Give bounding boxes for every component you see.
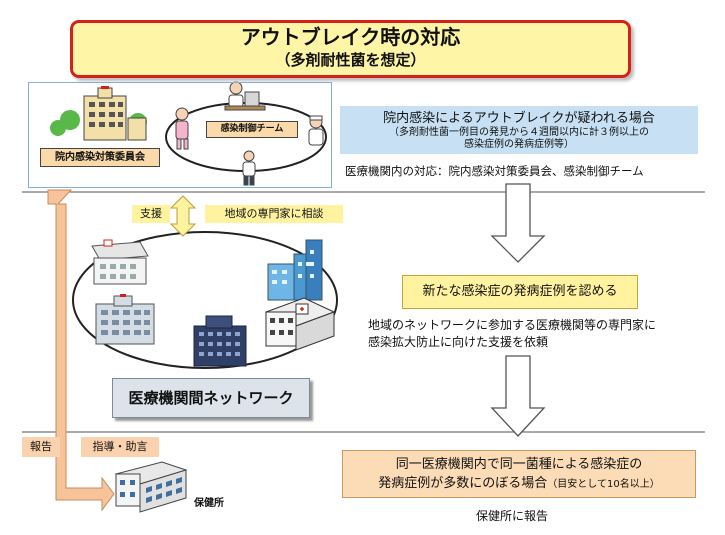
nurse-figure-icon	[175, 107, 189, 150]
step3-box: 同一医療機関内で同一菌種による感染症の 発病症例が多数にのぼる場合（目安として1…	[342, 450, 696, 498]
consult-tag-text: 地域の専門家に相談	[224, 207, 324, 220]
support-double-arrow	[169, 195, 197, 237]
public-health-center-text: 保健所	[194, 498, 224, 509]
dark-hospital-icon	[193, 315, 247, 367]
step3-title-2-line: 発病症例が多数にのぼる場合（目安として10名以上）	[343, 474, 695, 494]
committee-label: 院内感染対策委員会	[40, 148, 160, 167]
consult-tag: 地域の専門家に相談	[205, 205, 343, 223]
down-arrow-1	[490, 183, 546, 263]
medical-center-icon	[264, 297, 336, 351]
step1-note: 医療機関内の対応：院内感染対策委員会、感染制御チーム	[345, 164, 644, 178]
team-label-text: 感染制御チーム	[220, 124, 284, 134]
step3-note: 保健所に報告	[476, 509, 549, 523]
pharmacist-figure-icon	[242, 150, 256, 186]
step1-title: 院内感染によるアウトブレイクが疑われる場合	[383, 111, 655, 126]
page-title: アウトブレイク時の対応	[240, 25, 461, 49]
highrise-building-icon	[267, 239, 323, 301]
researcher-figure-icon	[224, 81, 266, 111]
title-box: アウトブレイク時の対応 （多剤耐性菌を想定）	[70, 20, 631, 78]
step2-note-1: 地域のネットワークに参加する医療機関等の専門家に	[368, 318, 657, 332]
down-arrow-2	[490, 355, 546, 437]
step3-title-2-small: （目安として10名以上）	[547, 479, 660, 490]
committee-panel	[28, 82, 332, 188]
page-subtitle: （多剤耐性菌を想定）	[275, 51, 426, 69]
guidance-tag-text: 指導・助言	[92, 440, 148, 453]
step3-title-1: 同一医療機関内で同一菌種による感染症の	[395, 457, 643, 472]
report-tag-text: 報告	[30, 440, 52, 453]
step1-box: 院内感染によるアウトブレイクが疑われる場合 （多剤耐性菌一例目の発見から４週間以…	[340, 106, 698, 154]
doctor-figure-icon	[308, 115, 324, 146]
hospital-icon	[50, 86, 147, 141]
step1-sub-2: 感染症例の発病症例等）	[464, 139, 574, 150]
step2-title: 新たな感染症の発病症例を認める	[422, 284, 618, 299]
report-tag: 報告	[22, 437, 60, 457]
guidance-tag: 指導・助言	[81, 437, 159, 457]
network-label-text: 医療機関間ネットワーク	[128, 389, 294, 407]
public-health-center-icon	[114, 461, 188, 513]
step1-sub-1: （多剤耐性菌一例目の発見から４週間以内に計３例以上の	[389, 127, 649, 138]
committee-label-text: 院内感染対策委員会	[55, 152, 145, 163]
public-health-center-label: 保健所	[194, 494, 224, 509]
step2-note-2: 感染拡大防止に向けた支援を依頼	[368, 335, 549, 349]
network-label: 医療機関間ネットワーク	[112, 378, 310, 418]
step3-title-2: 発病症例が多数にのぼる場合	[378, 476, 548, 491]
support-tag: 支援	[132, 205, 170, 223]
network-ellipse	[72, 231, 338, 369]
step2-box: 新たな感染症の発病症例を認める	[402, 275, 638, 309]
hospital-building-icon	[95, 294, 155, 345]
support-tag-text: 支援	[140, 207, 162, 220]
report-arrow	[47, 189, 115, 512]
team-label: 感染制御チーム	[206, 121, 298, 138]
clinic-building-icon	[91, 239, 149, 285]
